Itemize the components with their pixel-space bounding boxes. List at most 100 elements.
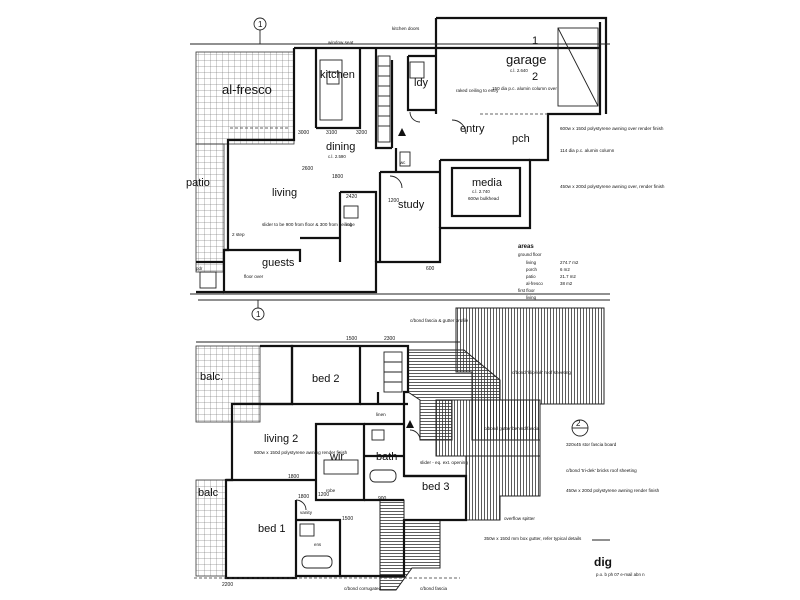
- bed1-walls: [226, 478, 342, 576]
- areas-row-name: patio: [526, 274, 536, 279]
- dim-3100: 3100: [326, 130, 337, 136]
- areas-row-name: al-fresco: [526, 281, 543, 286]
- column-note: 114 dia p.c. alumin column: [560, 148, 615, 153]
- laundry-tub: [409, 61, 425, 79]
- ground-outer-wall: [222, 22, 602, 294]
- awning-top-note: 600w x 150d polystyrene awning over rend…: [560, 126, 664, 131]
- garage-door-line: [557, 27, 599, 107]
- bath-walls: [364, 422, 404, 502]
- ens-basin: [299, 523, 315, 537]
- dim-3000: 3000: [298, 130, 309, 136]
- patio-label: patio: [186, 177, 210, 189]
- guests-label: guests: [262, 257, 295, 269]
- living2-label: living 2: [264, 433, 298, 445]
- garage-level: c.l. 2.640: [510, 68, 528, 73]
- bed2-label: bed 2: [312, 373, 340, 385]
- dim-3200: 3200: [356, 130, 367, 136]
- balcony-top-tiles: [195, 345, 261, 423]
- guests-walls: [224, 236, 340, 262]
- ground-floor-plan: 1 1 garage c.l. 2.640 1 2 kitchen al-fre…: [186, 16, 665, 321]
- north-arrow: [398, 128, 406, 136]
- stair: [377, 55, 391, 143]
- dim-1800b: 1800: [288, 474, 299, 480]
- garage-wall-top: [436, 16, 608, 114]
- dim-1500: 1500: [346, 336, 357, 342]
- fascia-bottom-note: c/bond fascia: [420, 586, 448, 591]
- first-floor-plan: 2 balc. bed 2 living 2 wir bath bed 3 ba…: [194, 307, 660, 591]
- media-label: media: [472, 177, 503, 189]
- areas-title: areas: [518, 244, 534, 250]
- areas-footer: living: [526, 295, 537, 300]
- garage-number-1: 1: [532, 35, 538, 47]
- bath-basin: [371, 429, 385, 441]
- fascia-board-note: 320x45 stor fascia board: [566, 442, 617, 447]
- gutter-note: c/bond gutter behind fascia: [484, 426, 540, 431]
- areas-table: areas ground floor living 274.7 m2 porch…: [518, 244, 579, 300]
- pdr-basin: [199, 271, 217, 289]
- balc-left-label: balc: [198, 487, 219, 499]
- section-marker-2-label: 2: [576, 419, 581, 428]
- media-bulkhead: [450, 166, 522, 218]
- dim-1200b: 1200: [318, 492, 329, 498]
- title-block-contact: p.o. b ph 07 e-mail abn n: [596, 572, 645, 577]
- robe-shelf: [343, 205, 359, 219]
- slider-opening-note: slider - eq. ext. opening: [420, 460, 468, 465]
- floor-over-note: floor over: [244, 274, 264, 279]
- bath-tub: [369, 469, 397, 483]
- areas-row-value: 274.7 m2: [560, 260, 579, 265]
- balc-top-label: balc.: [200, 371, 223, 383]
- kitchen-sink: [326, 71, 340, 85]
- bed2-robe-walls: [360, 392, 408, 406]
- wc-label: wc: [400, 160, 406, 165]
- window-seat-note: window seat: [328, 40, 354, 45]
- entry-door-swing: [451, 119, 467, 135]
- column-over-note: 150 dia p.c. alumin column over: [492, 86, 557, 91]
- pdr-walls: [196, 260, 224, 294]
- kitchen-label: kitchen: [320, 69, 355, 81]
- entry-label: entry: [460, 123, 485, 135]
- garage-number-2: 2: [532, 71, 538, 83]
- dining-level: c.l. 2.590: [328, 154, 346, 159]
- alfresco-label: al-fresco: [222, 82, 272, 97]
- media-walls: [438, 158, 530, 228]
- dining-label: dining: [326, 141, 355, 153]
- dim-1800c: 1800: [298, 494, 309, 500]
- robe-walls: [338, 190, 378, 262]
- raked-ceiling-note: raked ceiling to entry: [456, 88, 499, 93]
- dim-1200: 1200: [388, 198, 399, 204]
- roof-sheeting-note: c/bond 'klip-lok' roof sheeting: [512, 370, 571, 375]
- dim-1500b: 1500: [342, 516, 353, 522]
- svg-text:1: 1: [258, 20, 263, 29]
- bulkhead-note: 600w bulkhead: [468, 196, 499, 201]
- vanity-note: vanity: [300, 510, 313, 515]
- bath-label: bath: [376, 451, 397, 463]
- overflow-note: overflow spitter: [504, 516, 535, 521]
- fascia-top-note: c/bond fascia & gutter profile: [410, 318, 469, 323]
- wir-label: wir: [329, 451, 344, 463]
- roof-corrugated: [379, 499, 441, 591]
- dim-1800: 1800: [332, 174, 343, 180]
- balcony-wall: [260, 344, 294, 406]
- ldy-label: ldy: [414, 77, 429, 89]
- kitchen-door-note: kitchen doors: [392, 26, 420, 31]
- porch-label: pch: [512, 133, 530, 145]
- living-label: living: [272, 187, 297, 199]
- ens-label: ens: [314, 542, 322, 547]
- dim-2420: 2420: [346, 194, 357, 200]
- study-walls: [378, 148, 440, 262]
- roof-sheeting-lower: [465, 455, 541, 521]
- wir-shelf: [323, 459, 359, 475]
- dim-2600: 2600: [302, 166, 313, 172]
- ldy-walls: [406, 54, 436, 112]
- linen-note: linen: [376, 412, 386, 417]
- media-level: c.l. 2.740: [472, 189, 490, 194]
- stair-walls: [374, 48, 394, 150]
- study-label: study: [398, 199, 425, 211]
- alfresco-tiles: [195, 51, 295, 145]
- dim-900: 900: [378, 496, 387, 502]
- slider-note: slider to be 900 from floor & 300 from c…: [262, 222, 353, 227]
- areas-row-value: 6 m2: [560, 267, 570, 272]
- awning-bed3-note: 450w x 200d polystyrene awning render fi…: [566, 488, 660, 493]
- balcony-left-tiles: [195, 479, 227, 577]
- bed3-label: bed 3: [422, 481, 450, 493]
